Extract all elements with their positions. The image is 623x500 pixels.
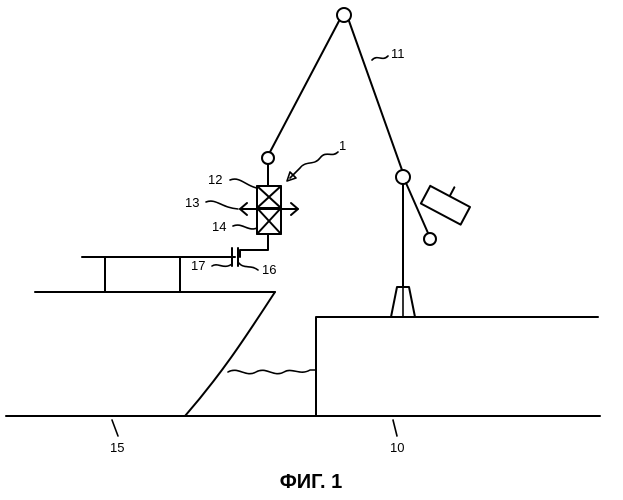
label-device: 1 <box>339 138 346 153</box>
leader-16 <box>238 262 258 270</box>
label-element-14: 14 <box>212 219 226 234</box>
quay-block <box>316 317 598 416</box>
crane-arm <box>406 183 428 233</box>
leader-14 <box>233 225 257 229</box>
counterweight-body <box>421 186 470 225</box>
pipe-to-connector <box>240 234 268 257</box>
leader-12 <box>230 179 257 188</box>
label-ship: 15 <box>110 440 124 455</box>
counterweight-stem <box>450 187 455 196</box>
crane-cable-left <box>270 21 339 152</box>
ship <box>35 257 275 416</box>
quay <box>316 317 598 416</box>
water-surface <box>228 370 316 374</box>
arm-end-pulley <box>424 233 436 245</box>
crane <box>262 8 475 317</box>
leader-13 <box>206 201 238 209</box>
top-pulley <box>337 8 351 22</box>
device-pulley <box>262 152 274 164</box>
label-element-12: 12 <box>208 172 222 187</box>
leader-11 <box>372 56 388 60</box>
ship-hull <box>185 292 275 416</box>
label-connector-16: 16 <box>262 262 276 277</box>
label-crane-cable: 11 <box>391 46 405 61</box>
counterweight <box>421 177 475 225</box>
arm-pulley <box>396 170 410 184</box>
label-quay-base: 10 <box>390 440 404 455</box>
leader-17 <box>212 264 232 266</box>
crane-cable-right <box>349 21 402 170</box>
figure-caption: ФИГ. 1 <box>280 471 343 493</box>
leader-1 <box>290 152 338 178</box>
label-connector-17: 17 <box>191 258 205 273</box>
leader-15 <box>112 420 118 436</box>
label-element-13: 13 <box>185 195 199 210</box>
leader-10 <box>393 420 397 436</box>
